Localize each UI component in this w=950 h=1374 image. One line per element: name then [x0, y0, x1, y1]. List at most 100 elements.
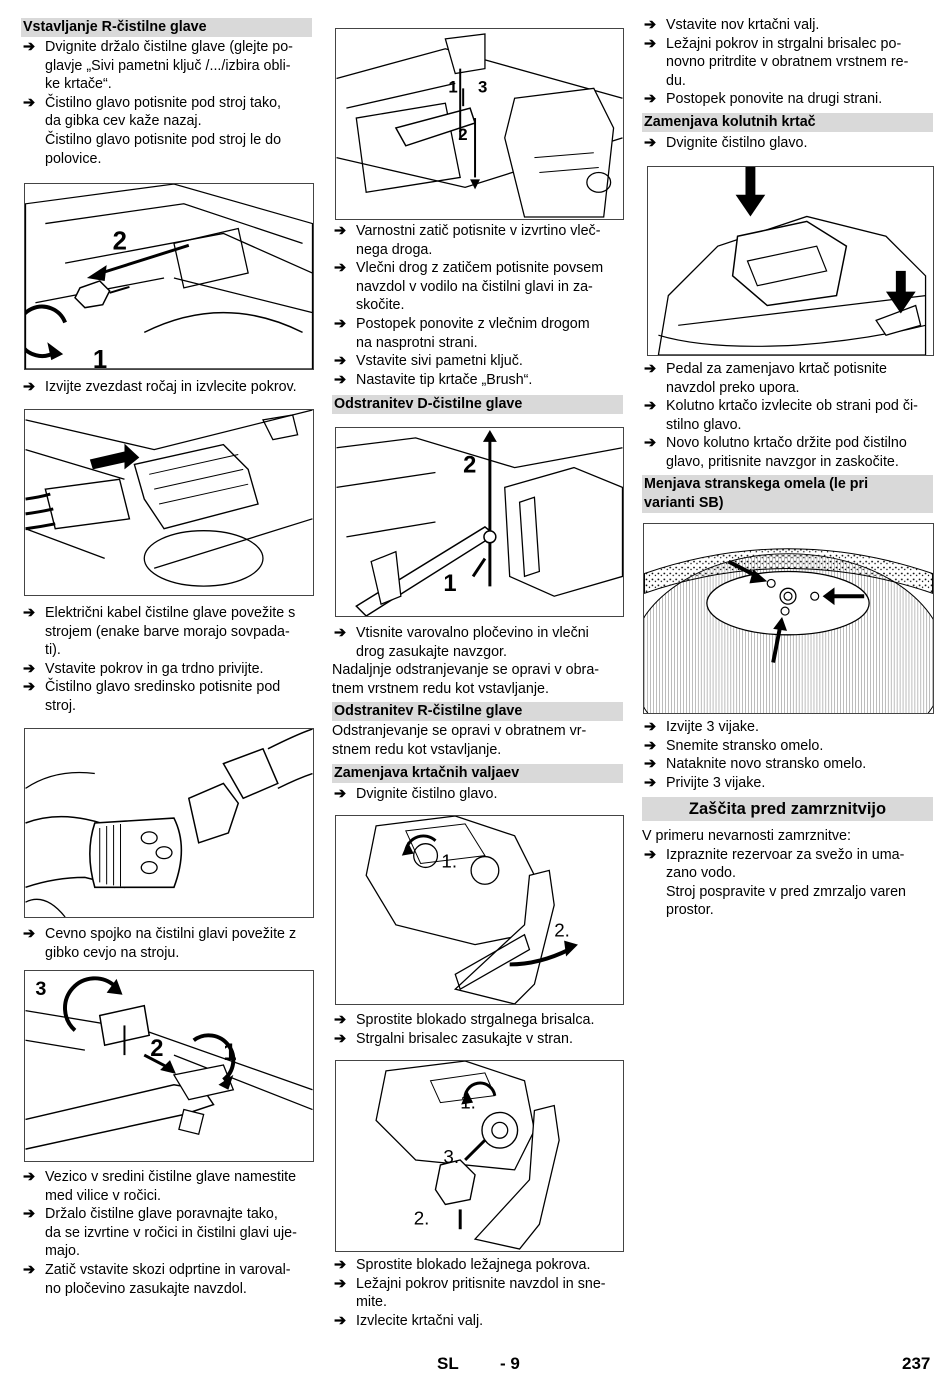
instruction-continuation: da gibka cev kaže nazaj. — [45, 113, 202, 130]
instruction-text: Nataknite novo stransko omelo. — [666, 756, 867, 773]
instruction-text: Vezico v sredini čistilne glave namestit… — [45, 1169, 297, 1185]
arrow-bullet-icon: ➔ — [334, 353, 346, 370]
step-label: 2 — [150, 1035, 163, 1062]
arrow-bullet-icon: ➔ — [334, 625, 346, 641]
section-heading: Zamenjava krtačnih valjaev — [332, 764, 623, 783]
step-label: 1 — [448, 77, 457, 96]
instruction-text: Ležajni pokrov in strgalni brisalec po- — [666, 35, 902, 52]
body-text: tnem vrstnem redu kot vstavljanje. — [332, 680, 549, 697]
arrow-bullet-icon: ➔ — [334, 1312, 346, 1329]
instruction-step: ➔ Izvijte zvezdast ročaj in izvlecite pok… — [21, 378, 313, 397]
arrow-bullet-icon: ➔ — [23, 39, 35, 55]
instruction-step: ➔ Varnostni zatič potisnite v izvrtino vl… — [332, 222, 624, 241]
instruction-continuation: navzdol v vodilo na čistilni glavi in za… — [356, 278, 593, 295]
arrow-bullet-icon: ➔ — [644, 361, 656, 377]
hose-coupling-illustration — [25, 729, 313, 917]
instruction-step: ➔Izpraznite rezervoar za svežo in uma- — [642, 846, 934, 865]
arrow-bullet-icon: ➔ — [644, 719, 656, 735]
squeegee-release-illustration: 1. 2. — [365, 816, 578, 1004]
instruction-text: Izvijte zvezdast ročaj in izvlecite pokr… — [45, 379, 297, 395]
arrow-bullet-icon: ➔ — [23, 605, 35, 621]
instruction-continuation: ke krtače“. — [45, 76, 112, 93]
step-label: 3. — [443, 1146, 459, 1167]
step-label: 2 — [463, 453, 476, 479]
instruction-continuation: gibko cevjo na stroju. — [45, 944, 180, 961]
instruction-text: Postopek ponovite z vlečnim drogom — [356, 315, 590, 332]
instruction-list: ➔ Izvijte zvezdast ročaj in izvlecite pok… — [21, 378, 313, 397]
arrow-bullet-icon: ➔ — [644, 756, 656, 773]
instruction-step: ➔Postopek ponovite na drugi strani. — [642, 90, 934, 109]
instruction-text: Izvijte 3 vijake. — [666, 719, 759, 735]
arrow-bullet-icon: ➔ — [334, 260, 346, 277]
instruction-continuation: Čistilno glavo potisnite pod stroj le do — [45, 131, 282, 148]
instruction-list: ➔ Varnostni zatič potisnite v izvrtino vl… — [332, 222, 624, 389]
step-label: 1 — [443, 571, 456, 597]
arrow-bullet-icon: ➔ — [644, 435, 656, 452]
instruction-text: Privijte 3 vijake. — [666, 774, 766, 791]
instruction-text: Vstavite nov krtačni valj. — [666, 17, 820, 33]
instruction-text: Snemite stransko omelo. — [666, 737, 824, 754]
instruction-continuation: mite. — [356, 1294, 387, 1311]
instruction-continuation: no pločevino zasukajte navzdol. — [45, 1280, 247, 1297]
section-heading: Odstranitev R-čistilne glave — [332, 702, 623, 721]
instruction-continuation: stilno glavo. — [666, 416, 742, 433]
instruction-step: ➔Vlečni drog z zatičem potisnite povsem — [332, 259, 624, 278]
instruction-continuation: Stroj pospravite v pred zmrzaljo varen — [666, 883, 906, 900]
instruction-continuation: glavje „Sivi pametni ključ /.../izbira o… — [45, 57, 291, 74]
instruction-step: ➔Nastavite tip krtače „Brush“. — [332, 371, 624, 390]
arrow-bullet-icon: ➔ — [644, 91, 656, 108]
instruction-list: ➔ Električni kabel čistilne glave povežit… — [21, 604, 313, 716]
figure-tow-bar: 1 3 2 — [335, 28, 624, 220]
step-label: 1. — [460, 1092, 476, 1113]
d-head-removal-illustration: 2 1 — [336, 429, 623, 616]
instruction-step: ➔Snemite stransko omelo. — [642, 737, 934, 756]
instruction-text: Cevno spojko na čistilni glavi povežite … — [45, 926, 297, 942]
body-text: V primeru nevarnosti zamrznitve: — [642, 828, 851, 844]
arrow-bullet-icon: ➔ — [644, 135, 656, 151]
instruction-text: Električni kabel čistilne glave povežite… — [45, 605, 296, 621]
instruction-step: ➔Dvignite čistilno glavo. — [642, 134, 934, 153]
arrow-bullet-icon: ➔ — [23, 1169, 35, 1185]
instruction-text: Ležajni pokrov pritisnite navzdol in sne… — [356, 1275, 606, 1292]
instruction-step: ➔Vtisnite varovalno pločevino in vlečni — [332, 624, 624, 643]
instruction-step: ➔Dvignite čistilno glavo. — [332, 785, 624, 804]
step-label: 3 — [478, 77, 487, 96]
instruction-text: Novo kolutno krtačo držite pod čistilno — [666, 435, 907, 452]
instruction-step: ➔Vstavite sivi pametni ključ. — [332, 352, 624, 371]
instruction-step: ➔ Privijte 3 vijake. — [642, 774, 934, 793]
step-label: 1. — [441, 850, 457, 871]
arrow-bullet-icon: ➔ — [644, 774, 656, 791]
instruction-step: ➔Sprostite blokado strgalnega brisalca. — [332, 1011, 624, 1030]
instruction-continuation: glavo, pritisnite navzgor in zaskočite. — [666, 453, 899, 470]
instruction-list: ➔Dvignite čistilno glavo. — [642, 134, 934, 153]
instruction-text: Izvlecite krtačni valj. — [356, 1312, 484, 1329]
footer-page-number: 237 — [902, 1354, 931, 1373]
instruction-text: Kolutno krtačo izvlecite ob strani pod č… — [666, 398, 918, 415]
instruction-list: ➔Cevno spojko na čistilni glavi povežite… — [21, 925, 313, 962]
arrow-bullet-icon: ➔ — [23, 379, 35, 395]
section-heading-line: Menjava stranskega omela (le pri — [644, 476, 869, 492]
instruction-text: Varnostni zatič potisnite v izvrtino vle… — [356, 223, 601, 239]
section-heading: Menjava stranskega omela (le pri variant… — [642, 475, 933, 513]
instruction-step: ➔Strgalni brisalec zasukajte v stran. — [332, 1030, 624, 1049]
footer-language: SL — [437, 1354, 459, 1373]
instruction-continuation: drog zasukajte navzgor. — [356, 643, 508, 660]
instruction-continuation: na nasprotni strani. — [356, 334, 478, 351]
instruction-continuation: novno pritrdite v obratnem vrstnem re- — [666, 54, 909, 71]
instruction-continuation: skočite. — [356, 297, 405, 314]
body-text: Odstranjevanje se opravi v obratnem vr- — [332, 723, 587, 739]
arrow-bullet-icon: ➔ — [23, 1206, 35, 1223]
arrow-bullet-icon: ➔ — [23, 660, 35, 677]
body-text: Nadaljnje odstranjevanje se opravi v obr… — [332, 662, 600, 679]
instruction-continuation: zano vodo. — [666, 865, 736, 882]
figure-squeegee-release: 1. 2. — [335, 815, 624, 1005]
figure-side-brush — [643, 523, 934, 714]
arrow-bullet-icon: ➔ — [23, 94, 35, 111]
instruction-step: ➔Zatič vstavite skozi odprtine in varova… — [21, 1261, 313, 1280]
instruction-text: Držalo čistilne glave poravnajte tako, — [45, 1206, 278, 1223]
instruction-list: ➔Izvijte 3 vijake.➔Snemite stransko omel… — [642, 718, 934, 792]
instruction-list: ➔ Vezico v sredini čistilne glave namesti… — [21, 1168, 313, 1298]
arrow-bullet-icon: ➔ — [334, 223, 346, 239]
instruction-step: ➔Dvignite držalo čistilne glave (glejte … — [21, 38, 313, 57]
